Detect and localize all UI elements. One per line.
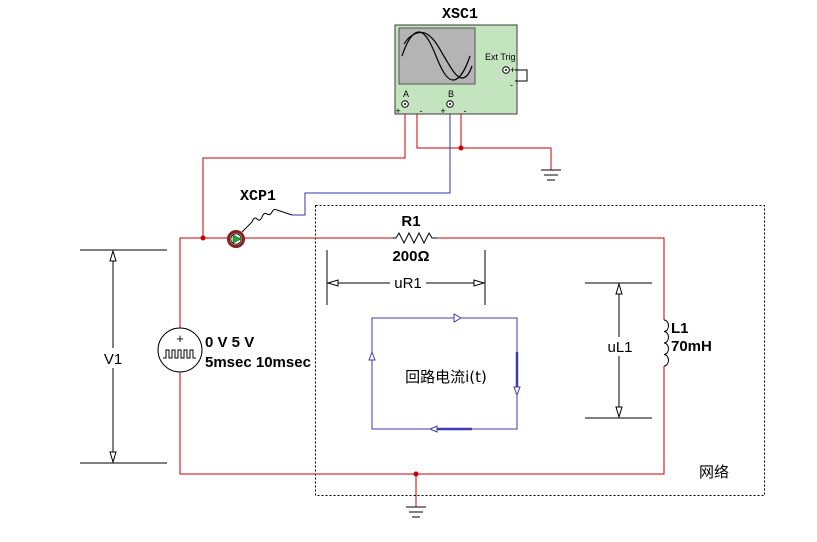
pulse-voltage-source[interactable]: + 0 V 5 V 5msec 10msec [157, 327, 311, 373]
arrow-right-icon [453, 313, 463, 323]
resistor-ref-label: R1 [401, 213, 420, 230]
channel-b-label: B [448, 89, 454, 99]
square-wave-icon [163, 349, 196, 359]
arrow-left-icon [326, 279, 339, 287]
ur1-label-background [390, 274, 426, 293]
ground-icon[interactable] [406, 506, 426, 518]
ul1-label: uL1 [607, 339, 632, 356]
junction-ground-node[interactable] [413, 471, 419, 477]
channel-a-terminal-dot [404, 103, 406, 105]
junction-top-node[interactable] [200, 235, 206, 241]
channel-b-terminal-dot [449, 103, 451, 105]
inductor-l1[interactable]: L1 70mH [663, 319, 712, 367]
ext-trig-lead[interactable] [515, 69, 528, 82]
channel-a-plus-sign: + [395, 106, 400, 116]
arrow-up-icon [368, 350, 376, 361]
voltage-marker-v1: V1 [80, 249, 167, 464]
wire-source-to-resistor[interactable] [179, 237, 393, 330]
source-plus-sign: + [176, 331, 184, 346]
wire-resistor-to-inductor[interactable] [437, 237, 665, 320]
oscilloscope-screen [398, 27, 476, 85]
ext-trig-terminal-dot [505, 69, 507, 71]
v1-label: V1 [104, 351, 122, 368]
channel-b-plus-sign: + [440, 106, 445, 116]
sine-wave-icon [403, 31, 473, 79]
arrow-down-icon [615, 406, 623, 419]
ext-trig-plus-sign: + [510, 65, 515, 75]
ul1-label-background [603, 337, 637, 356]
probe-direction-icon [232, 234, 242, 244]
arrow-left-icon [428, 425, 438, 433]
arrow-up-icon [615, 282, 623, 295]
oscilloscope-xsc1[interactable]: XSC1 Ext Trig + - A + - B + - [394, 6, 528, 116]
arrow-up-icon [109, 249, 117, 262]
junction-scope-ground[interactable] [458, 145, 464, 151]
channel-b-minus-sign: - [464, 106, 467, 116]
inductor-ref-label: L1 [671, 320, 689, 337]
network-boundary[interactable] [315, 205, 765, 496]
channel-a-label: A [403, 89, 409, 99]
wire-scope-a-ground[interactable] [416, 114, 552, 170]
oscilloscope-ref-label: XSC1 [442, 6, 478, 23]
voltage-marker-ul1: uL1 [585, 282, 652, 419]
inductor-value-label: 70mH [671, 338, 712, 355]
source-levels-label: 0 V 5 V [205, 334, 254, 351]
inductor-coil-icon[interactable] [663, 319, 669, 367]
probe-ref-label: XCP1 [240, 188, 276, 205]
resistor-r1[interactable]: R1 200Ω [392, 213, 437, 265]
ur1-label: uR1 [394, 275, 422, 292]
probe-lead[interactable] [241, 208, 293, 233]
ext-trig-label: Ext Trig [485, 52, 516, 62]
current-probe-xcp1[interactable]: XCP1 [227, 188, 293, 248]
wire-scope-channel-b[interactable] [292, 108, 451, 216]
resistor-value-label: 200Ω [392, 248, 429, 265]
channel-a-minus-sign: - [420, 106, 423, 116]
source-timing-label: 5msec 10msec [205, 354, 311, 371]
resistor-icon[interactable] [393, 231, 437, 245]
loop-current-label: 回路电流i(t) [405, 368, 487, 386]
arrow-right-icon [473, 279, 486, 287]
arrow-down-icon [513, 386, 521, 397]
network-label: 网络 [699, 463, 729, 481]
v1-label-background [101, 348, 125, 368]
loop-current-indicator: 回路电流i(t) [368, 313, 521, 433]
wire-inductor-to-source[interactable] [179, 366, 665, 475]
ext-trig-minus-sign: - [510, 80, 513, 90]
wire-scope-channel-a[interactable] [202, 108, 406, 238]
arrow-down-icon [109, 451, 117, 464]
voltage-marker-ur1: uR1 [326, 250, 486, 305]
ground-icon[interactable] [541, 169, 561, 181]
